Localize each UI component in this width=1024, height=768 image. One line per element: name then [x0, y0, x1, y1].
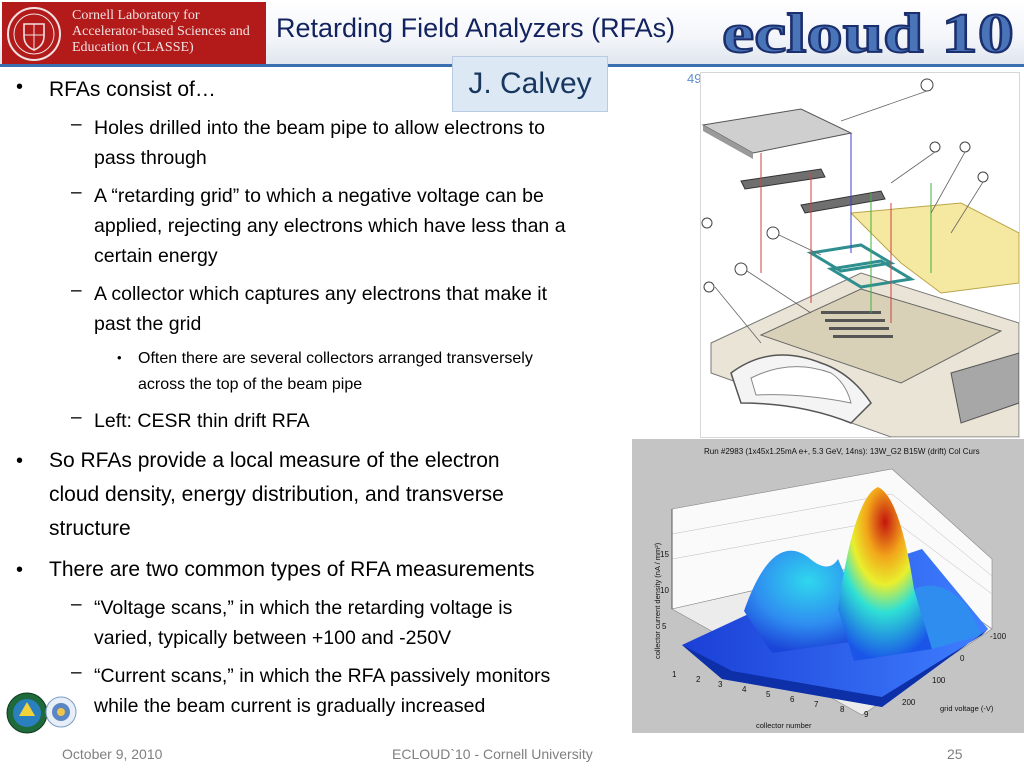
text-line: There are two common types of RFA measur…	[49, 558, 535, 581]
x-tick: 3	[718, 680, 723, 689]
bullet-icon: •	[16, 76, 24, 98]
z-axis-label: collector current density (nA / mm²)	[653, 542, 662, 659]
x-tick: 5	[766, 690, 771, 699]
z-tick: 15	[660, 550, 669, 559]
sub-bullet-text: “Current scans,” in which the RFA passiv…	[94, 661, 550, 721]
y-tick: 0	[960, 654, 965, 663]
text-line: Often there are several collectors arran…	[138, 350, 533, 367]
text-line: A collector which captures any electrons…	[94, 283, 548, 305]
dash-icon: –	[71, 407, 82, 428]
z-tick: 10	[660, 586, 669, 595]
bullet-icon: •	[16, 559, 24, 581]
page-number: 25	[947, 746, 963, 762]
bullet-text: RFAs consist of…	[49, 78, 216, 101]
text-line: applied, rejecting any electrons which h…	[94, 215, 566, 237]
x-tick: 1	[672, 670, 677, 679]
cornell-logo: Cornell Laboratory for Accelerator-based…	[2, 2, 266, 64]
y-tick: -100	[990, 632, 1007, 641]
x-tick: 2	[696, 675, 701, 684]
sub-bullet-text: “Voltage scans,” in which the retarding …	[94, 593, 512, 653]
x-tick: 9	[864, 710, 869, 719]
y-tick: 100	[932, 676, 946, 685]
text-line: cloud density, energy distribution, and …	[49, 483, 504, 506]
text-line: So RFAs provide a local measure of the e…	[49, 449, 500, 472]
sub-bullet-text: Holes drilled into the beam pipe to allo…	[94, 113, 545, 173]
text-line: Left: CESR thin drift RFA	[94, 410, 310, 432]
page-reference: 49	[687, 71, 702, 86]
x-axis-label: collector number	[756, 721, 812, 730]
text-line: “Current scans,” in which the RFA passiv…	[94, 665, 551, 687]
text-line: across the top of the beam pipe	[138, 376, 363, 393]
ecloud10-logo: ecloud 10	[721, 2, 1015, 64]
text-line: while the beam current is gradually incr…	[94, 695, 486, 717]
text-line: structure	[49, 517, 131, 540]
bullet-text: There are two common types of RFA measur…	[49, 553, 535, 587]
x-tick: 8	[840, 705, 845, 714]
text-line: pass through	[94, 147, 207, 169]
x-tick: 6	[790, 695, 795, 704]
rfa-surface-plot: Run #2983 (1x45x1.25mA e+, 5.3 GeV, 14ns…	[632, 439, 1024, 733]
sub-sub-bullet-text: Often there are several collectors arran…	[138, 346, 533, 398]
bullet-icon: •	[16, 450, 24, 472]
text-line: varied, typically between +100 and -250V	[94, 627, 452, 649]
rfa-exploded-diagram	[700, 72, 1020, 438]
text-line: “Voltage scans,” in which the retarding …	[94, 597, 513, 619]
text-line: certain energy	[94, 245, 218, 267]
text-line: Holes drilled into the beam pipe to allo…	[94, 117, 545, 139]
y-tick: 200	[902, 698, 916, 707]
slide-header: Cornell Laboratory for Accelerator-based…	[0, 0, 1024, 67]
bullet-text: So RFAs provide a local measure of the e…	[49, 444, 504, 546]
sub-bullet-text: Left: CESR thin drift RFA	[94, 406, 310, 436]
institution-line: Accelerator-based Sciences and	[72, 24, 250, 39]
ecloud10-logo-text: ecloud 10	[722, 3, 1014, 64]
z-tick: 5	[662, 622, 667, 631]
doe-logo-icon	[6, 692, 48, 734]
institution-line: Cornell Laboratory for	[72, 8, 200, 23]
institution-line: Education (CLASSE)	[72, 40, 194, 55]
dot-icon: •	[117, 350, 122, 365]
sub-bullet-text: A “retarding grid” to which a negative v…	[94, 181, 566, 271]
dash-icon: –	[71, 182, 82, 203]
dash-icon: –	[71, 594, 82, 615]
x-tick: 7	[814, 700, 819, 709]
text-line: past the grid	[94, 313, 202, 335]
footer-title: ECLOUD`10 - Cornell University	[392, 746, 593, 762]
author-label: J. Calvey	[452, 56, 608, 112]
sub-bullet-text: A collector which captures any electrons…	[94, 279, 547, 339]
dash-icon: –	[71, 662, 82, 683]
cornell-seal-icon	[7, 7, 61, 61]
plot-caption: Run #2983 (1x45x1.25mA e+, 5.3 GeV, 14ns…	[704, 447, 980, 456]
text-line: A “retarding grid” to which a negative v…	[94, 185, 544, 207]
x-tick: 4	[742, 685, 747, 694]
nsf-logo-icon	[45, 696, 77, 728]
institution-name: Cornell Laboratory for Accelerator-based…	[72, 8, 264, 56]
dash-icon: –	[71, 114, 82, 135]
slide-title: Retarding Field Analyzers (RFAs)	[276, 13, 676, 43]
y-axis-label: grid voltage (-V)	[940, 704, 994, 713]
dash-icon: –	[71, 280, 82, 301]
footer-date: October 9, 2010	[62, 746, 163, 762]
